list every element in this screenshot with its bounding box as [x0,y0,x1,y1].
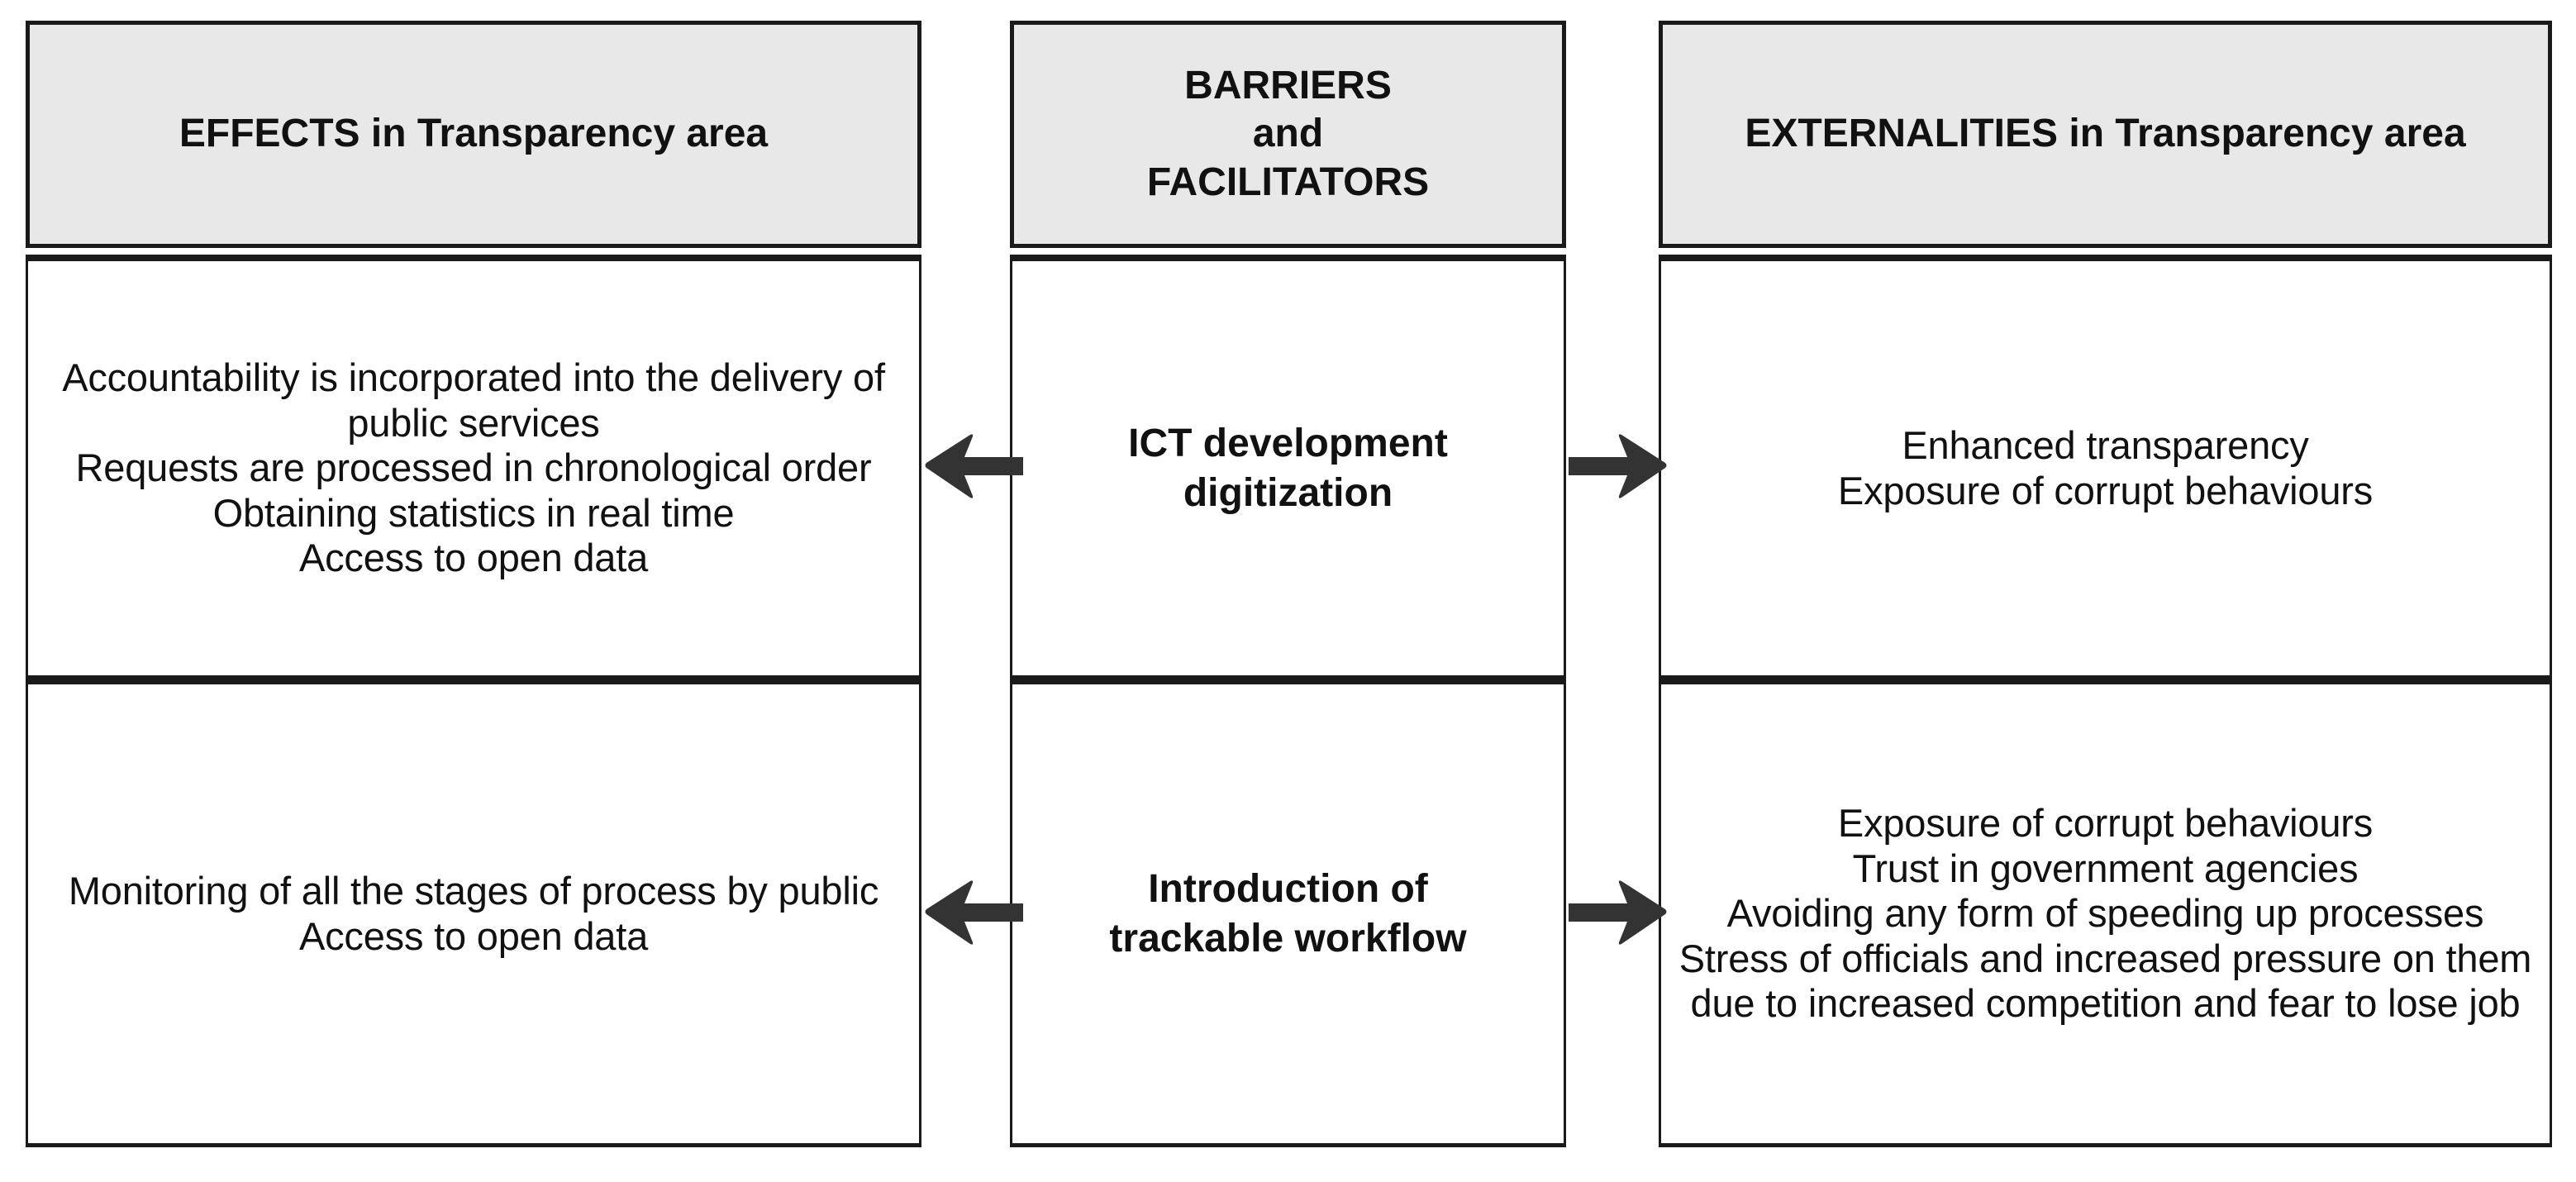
header-effects-label: EFFECTS in Transparency area [179,112,769,156]
row-1-effects-inner: Accountability is incorporated into the … [28,355,919,581]
header-externalities: EXTERNALITIES in Transparency area [1659,21,2552,248]
header-externalities-label: EXTERNALITIES in Transparency area [1745,112,2466,156]
header-externalities-inner: EXTERNALITIES in Transparency area [1663,110,2548,159]
row-2-externalities-inner: Exposure of corrupt behaviours Trust in … [1661,801,2550,1027]
row-1-effects-text: Accountability is incorporated into the … [62,355,885,580]
row-1-driver-text: ICT development digitization [1128,421,1448,515]
row-2-driver-text: Introduction of trackable workflow [1109,866,1467,960]
row-1-effects-cell: Accountability is incorporated into the … [26,255,921,678]
row-1-externalities-text: Enhanced transparency Exposure of corrup… [1837,422,2374,512]
row-1-externalities-cell: Enhanced transparency Exposure of corrup… [1659,255,2552,678]
row-1-driver-cell: ICT development digitization [1010,255,1566,678]
arrow-left-icon-row-2 [924,878,1023,947]
row-2-effects-cell: Monitoring of all the stages of process … [26,678,921,1147]
row-1-externalities-inner: Enhanced transparency Exposure of corrup… [1661,423,2550,513]
row-2-driver-cell: Introduction of trackable workflow [1010,678,1566,1147]
row-2-effects-inner: Monitoring of all the stages of process … [28,869,919,959]
arrow-right-icon-row-1 [1569,431,1668,501]
row-2-externalities-text: Exposure of corrupt behaviours Trust in … [1678,801,2532,1026]
row-2-externalities-cell: Exposure of corrupt behaviours Trust in … [1659,678,2552,1147]
row-2-effects-text: Monitoring of all the stages of process … [68,868,879,958]
header-effects: EFFECTS in Transparency area [26,21,921,248]
header-effects-inner: EFFECTS in Transparency area [30,110,917,159]
header-barriers-facilitators: BARRIERS and FACILITATORS [1010,21,1566,248]
row-2-driver-inner: Introduction of trackable workflow [1012,865,1564,963]
header-barriers-facilitators-label: BARRIERS and FACILITATORS [1146,63,1430,204]
row-1-driver-inner: ICT development digitization [1012,419,1564,517]
header-barriers-facilitators-inner: BARRIERS and FACILITATORS [1014,62,1562,207]
arrow-left-icon-row-1 [924,431,1023,501]
arrow-right-icon-row-2 [1569,878,1668,947]
